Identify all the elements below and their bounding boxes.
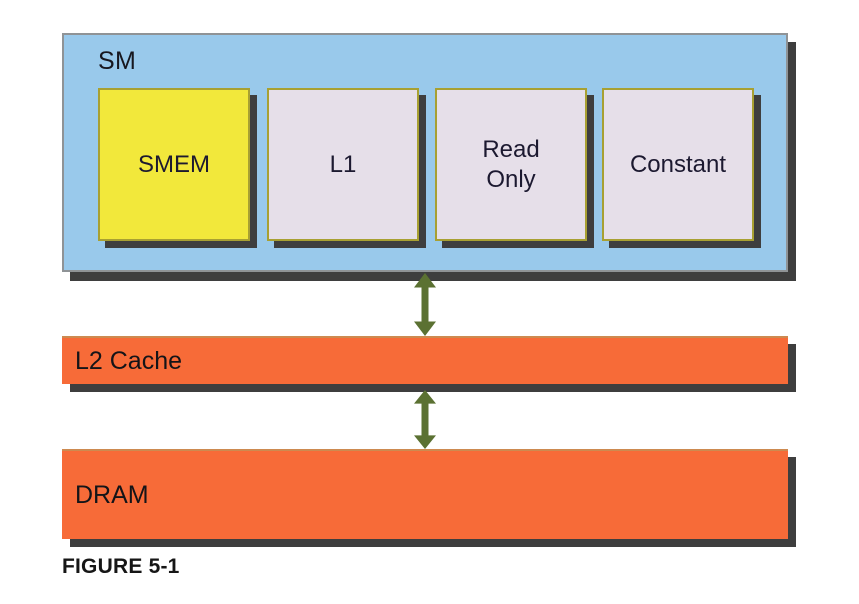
sm-block: SM SMEM L1 Read Only Constant <box>62 33 788 272</box>
constant-label: Constant <box>629 150 727 178</box>
read-only-cache-box: Read Only <box>435 88 587 241</box>
dram-label: DRAM <box>75 480 149 509</box>
sm-label: SM <box>98 47 137 75</box>
l2-cache-label: L2 Cache <box>75 346 183 375</box>
smem-box: SMEM <box>98 88 250 241</box>
figure-caption: FIGURE 5-1 <box>62 555 180 578</box>
sm-l2-double-arrow-icon <box>414 273 436 336</box>
read-only-label: Read Only <box>482 135 540 193</box>
l2-cache-bar: L2 Cache <box>62 336 788 384</box>
smem-label: SMEM <box>138 150 210 178</box>
l1-cache-box: L1 <box>267 88 419 241</box>
l2-dram-double-arrow-icon <box>414 390 436 449</box>
constant-cache-box: Constant <box>602 88 754 241</box>
dram-bar: DRAM <box>62 449 788 539</box>
l1-label: L1 <box>329 150 357 178</box>
